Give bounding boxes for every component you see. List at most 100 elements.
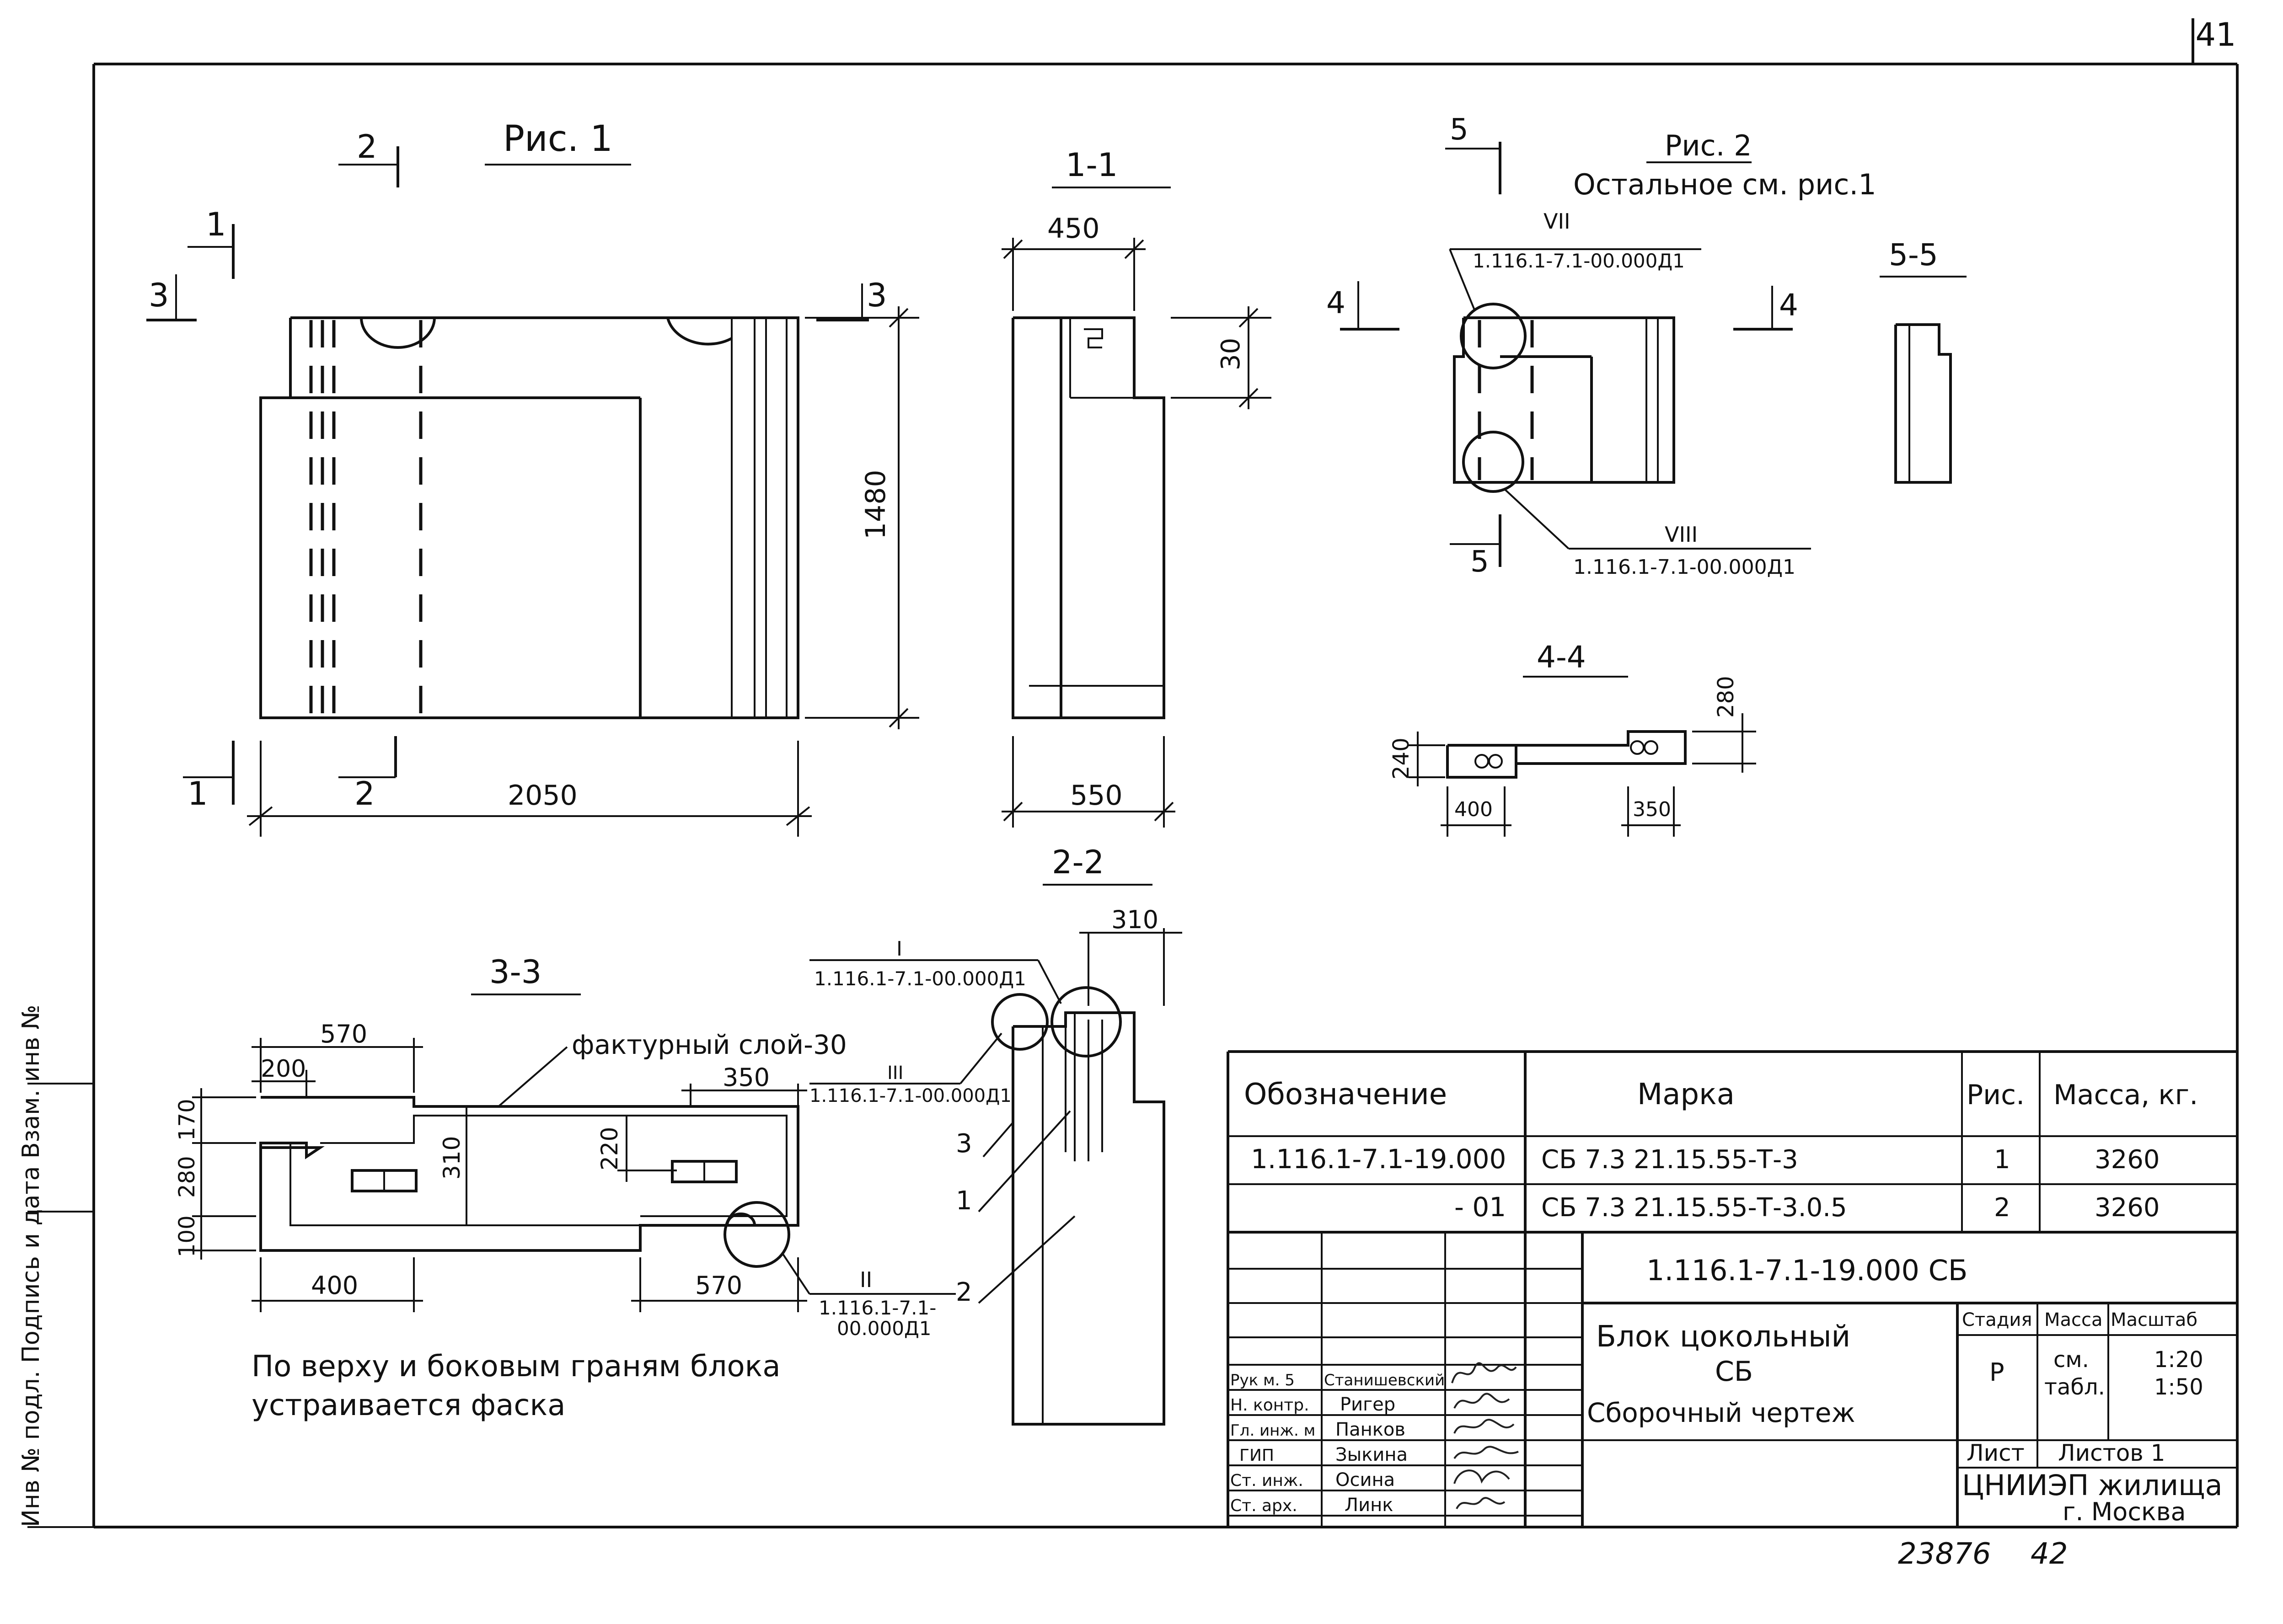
cut-marker-1-top: 1 bbox=[188, 206, 235, 279]
cut-marker-3-right: 3 bbox=[816, 277, 887, 321]
title-block: 1.116.1-7.1-19.000 СБ Блок цокольный СБ … bbox=[1228, 1232, 2237, 1527]
title-mass-value-2: табл. bbox=[2044, 1374, 2105, 1400]
sec44-dim-400: 400 bbox=[1454, 798, 1493, 821]
sec22-dim-310: 310 bbox=[1111, 905, 1158, 934]
svg-text:1: 1 bbox=[188, 775, 208, 812]
cut-marker-4-left: 4 bbox=[1326, 281, 1399, 331]
spec-row2-fig: 2 bbox=[1994, 1193, 2010, 1223]
page-number: 41 bbox=[2195, 16, 2236, 53]
sec11-title: 1-1 bbox=[1066, 146, 1118, 184]
fig2-callout8-ref: 1.116.1-7.1-00.000Д1 bbox=[1573, 556, 1795, 579]
sec33-dim-400: 400 bbox=[311, 1271, 358, 1300]
spec-row1-mass: 3260 bbox=[2095, 1145, 2160, 1175]
cut-marker-2-top: 2 bbox=[338, 128, 399, 187]
sec33-dim-220: 220 bbox=[596, 1127, 623, 1170]
sec11-dim-bottom: 550 bbox=[1070, 780, 1123, 812]
sec33-dim-570b: 570 bbox=[695, 1271, 742, 1300]
sheet-frame bbox=[27, 18, 2239, 1528]
title-sheet-label: Лист bbox=[1967, 1440, 2025, 1466]
sec22-title: 2-2 bbox=[1052, 844, 1104, 881]
svg-text:1: 1 bbox=[206, 206, 226, 243]
section-2-2: 2-2 310 I 1.116.1-7.1-00.000Д1 III 1.116… bbox=[809, 844, 1182, 1426]
cut-marker-4-right: 4 bbox=[1733, 286, 1798, 331]
sec22-callout3-numeral: III bbox=[887, 1063, 903, 1084]
title-scale-value-1: 1:20 bbox=[2154, 1347, 2203, 1373]
sec44-dim-240: 240 bbox=[1388, 737, 1414, 780]
sec33-callout2-ref1: 1.116.1-7.1- bbox=[819, 1297, 936, 1319]
fig1-dim-width: 2050 bbox=[508, 780, 578, 812]
spec-row1-fig: 1 bbox=[1994, 1145, 2010, 1175]
sec44-dim-350: 350 bbox=[1633, 798, 1671, 821]
left-margin-text: Инв № подл. Подпись и дата Взам. инв № bbox=[17, 1004, 45, 1527]
signatory-role-4: ГИП bbox=[1239, 1446, 1274, 1465]
fig2-callout7-numeral: VII bbox=[1543, 209, 1570, 234]
sec33-callout2-ref2: 00.000Д1 bbox=[837, 1317, 932, 1340]
signatory-role-5: Ст. инж. bbox=[1230, 1471, 1303, 1490]
svg-text:2: 2 bbox=[354, 775, 375, 812]
fig1-title: Рис. 1 bbox=[503, 118, 613, 160]
cut-marker-2-bottom: 2 bbox=[338, 736, 397, 812]
cut-marker-5-top: 5 bbox=[1445, 113, 1501, 194]
signatory-role-1: Рук м. 5 bbox=[1230, 1371, 1295, 1389]
spec-row2-mass: 3260 bbox=[2095, 1193, 2160, 1223]
sec22-callout1-ref: 1.116.1-7.1-00.000Д1 bbox=[814, 967, 1026, 990]
spec-row2-designation: - 01 bbox=[1454, 1191, 1506, 1223]
signatory-name-4: Зыкина bbox=[1335, 1444, 1408, 1465]
sec33-title: 3-3 bbox=[489, 953, 541, 991]
sec33-dim-200: 200 bbox=[261, 1055, 306, 1083]
sec33-dim-350: 350 bbox=[723, 1063, 770, 1092]
title-stage-header: Стадия bbox=[1962, 1309, 2032, 1330]
title-name-line2: СБ bbox=[1715, 1356, 1753, 1388]
spec-header-designation: Обозначение bbox=[1244, 1078, 1447, 1111]
sec33-dim-570a: 570 bbox=[320, 1020, 367, 1048]
section-1-1: 1-1 450 550 30 bbox=[1002, 146, 1271, 828]
note-line-1: По верху и боковым граням блока bbox=[252, 1350, 781, 1384]
cut-marker-3-left: 3 bbox=[146, 274, 197, 321]
svg-text:4: 4 bbox=[1326, 285, 1345, 321]
sec11-dim-step: 30 bbox=[1216, 338, 1246, 370]
svg-text:5: 5 bbox=[1470, 545, 1489, 579]
sec33-dim-310: 310 bbox=[439, 1136, 465, 1180]
title-sheets-label: Листов 1 bbox=[2058, 1440, 2165, 1466]
svg-text:3: 3 bbox=[149, 277, 169, 314]
spec-row2-mark: СБ 7.3 21.15.55-Т-3.0.5 bbox=[1541, 1193, 1847, 1223]
sec33-dim-100: 100 bbox=[174, 1215, 200, 1257]
signatures bbox=[1451, 1362, 1519, 1509]
spec-header-mark: Марка bbox=[1637, 1078, 1735, 1111]
fig2-callout8-numeral: VIII bbox=[1665, 522, 1698, 547]
bottom-number-2: 42 bbox=[2031, 1537, 2068, 1571]
sec44-title: 4-4 bbox=[1537, 640, 1586, 675]
fig2-subtitle: Остальное см. рис.1 bbox=[1573, 168, 1876, 201]
sec33-dim-170: 170 bbox=[174, 1099, 200, 1141]
sec33-label: фактурный слой-30 bbox=[572, 1029, 847, 1060]
signatory-role-6: Ст. арх. bbox=[1230, 1496, 1297, 1515]
sec55-title: 5-5 bbox=[1889, 237, 1938, 272]
sec22-leader-3: 3 bbox=[956, 1129, 972, 1159]
signatory-role-3: Гл. инж. м bbox=[1230, 1421, 1315, 1440]
title-mass-value-1: см. bbox=[2053, 1347, 2089, 1373]
sec33-callout2-numeral: II bbox=[860, 1267, 872, 1292]
fig2-callout7-ref: 1.116.1-7.1-00.000Д1 bbox=[1473, 250, 1685, 272]
signatory-name-2: Ригер bbox=[1340, 1394, 1395, 1415]
title-stage-value: Р bbox=[1989, 1358, 2004, 1387]
sec22-callout3-ref: 1.116.1-7.1-00.000Д1 bbox=[809, 1085, 1012, 1106]
cut-marker-5-bottom: 5 bbox=[1450, 514, 1501, 579]
bottom-number: 23876 bbox=[1898, 1537, 1991, 1571]
svg-text:5: 5 bbox=[1450, 113, 1468, 147]
signatory-role-2: Н. контр. bbox=[1230, 1396, 1309, 1415]
sec44-dim-280: 280 bbox=[1713, 676, 1739, 718]
fig1-view: Рис. 1 2050 1480 bbox=[146, 118, 919, 837]
sec33-dim-280: 280 bbox=[174, 1156, 200, 1198]
spec-table: Обозначение Марка Рис. Масса, кг. 1.116.… bbox=[1227, 1050, 2237, 1527]
signatory-name-3: Панков bbox=[1335, 1419, 1405, 1440]
sec11-dim-top: 450 bbox=[1047, 213, 1100, 245]
spec-header-fig: Рис. bbox=[1967, 1079, 2025, 1111]
svg-text:4: 4 bbox=[1779, 288, 1798, 323]
sec22-leader-1: 1 bbox=[956, 1186, 972, 1216]
spec-header-mass: Масса, кг. bbox=[2053, 1079, 2198, 1111]
section-3-3: 3-3 фактурный слой-30 570 200 350 310 22… bbox=[174, 953, 956, 1340]
title-scale-header: Масштаб bbox=[2111, 1309, 2197, 1330]
cut-marker-1-bottom: 1 bbox=[183, 741, 235, 812]
sec22-leader-2: 2 bbox=[956, 1277, 972, 1307]
